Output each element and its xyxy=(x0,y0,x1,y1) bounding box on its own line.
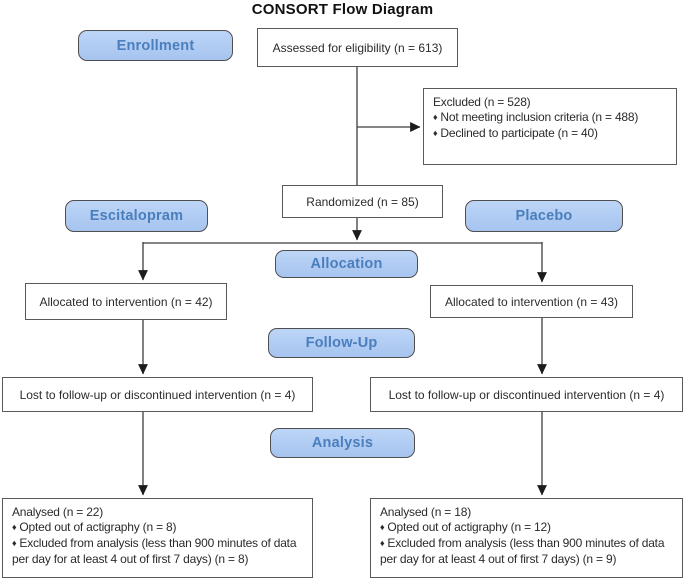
stage-escitalopram: Escitalopram xyxy=(65,200,208,232)
box-analysed-escitalopram: Analysed (n = 22) ♦Opted out of actigrap… xyxy=(2,498,313,578)
box-excluded-bullet: ♦Declined to participate (n = 40) xyxy=(433,126,598,140)
diamond-bullet-icon: ♦ xyxy=(433,112,438,122)
diamond-bullet-icon: ♦ xyxy=(433,128,438,138)
stage-enrollment: Enrollment xyxy=(78,30,233,61)
box-lost-placebo: Lost to follow-up or discontinued interv… xyxy=(370,377,683,412)
stage-allocation: Allocation xyxy=(275,250,418,278)
box-allocated-escitalopram: Allocated to intervention (n = 42) xyxy=(25,283,227,320)
diagram-title: CONSORT Flow Diagram xyxy=(251,1,434,18)
box-allocated-placebo: Allocated to intervention (n = 43) xyxy=(430,285,633,318)
stage-follow-up: Follow-Up xyxy=(268,328,415,358)
box-excluded: Excluded (n = 528) ♦Not meeting inclusio… xyxy=(423,88,677,165)
box-lost-escitalopram: Lost to follow-up or discontinued interv… xyxy=(2,377,313,412)
diamond-bullet-icon: ♦ xyxy=(12,538,17,548)
diamond-bullet-icon: ♦ xyxy=(12,522,17,532)
box-excluded-title: Excluded (n = 528) xyxy=(433,95,531,109)
box-analysed-bullet: ♦Opted out of actigraphy (n = 12) xyxy=(380,520,551,534)
box-excluded-bullet: ♦Not meeting inclusion criteria (n = 488… xyxy=(433,110,639,124)
box-analysed-title: Analysed (n = 22) xyxy=(12,505,103,519)
box-analysed-bullet: ♦Excluded from analysis (less than 900 m… xyxy=(12,536,297,566)
box-analysed-bullet: ♦Excluded from analysis (less than 900 m… xyxy=(380,536,665,566)
box-analysed-bullet: ♦Opted out of actigraphy (n = 8) xyxy=(12,520,177,534)
box-assessed: Assessed for eligibility (n = 613) xyxy=(257,28,458,67)
stage-analysis: Analysis xyxy=(270,428,415,458)
box-analysed-title: Analysed (n = 18) xyxy=(380,505,471,519)
stage-placebo: Placebo xyxy=(465,200,623,232)
box-analysed-placebo: Analysed (n = 18) ♦Opted out of actigrap… xyxy=(370,498,683,578)
box-randomized: Randomized (n = 85) xyxy=(282,185,443,218)
diamond-bullet-icon: ♦ xyxy=(380,522,385,532)
diamond-bullet-icon: ♦ xyxy=(380,538,385,548)
